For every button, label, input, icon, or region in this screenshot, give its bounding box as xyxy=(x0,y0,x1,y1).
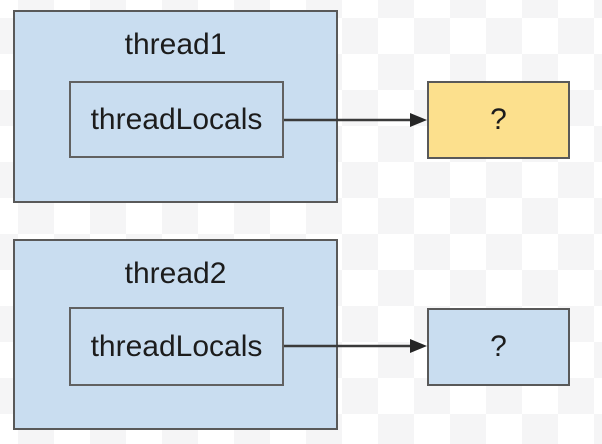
thread2-threadlocals-label: threadLocals xyxy=(90,329,263,363)
thread1-title: thread1 xyxy=(124,28,227,61)
thread2-target-box: ? xyxy=(427,308,570,386)
thread2-threadlocals-box: threadLocals xyxy=(69,307,284,386)
thread2-target-value: ? xyxy=(490,330,507,363)
thread1-threadlocals-label: threadLocals xyxy=(90,102,263,136)
thread2-title: thread2 xyxy=(124,257,227,290)
thread1-target-box: ? xyxy=(427,81,570,159)
thread1-target-value: ? xyxy=(490,103,507,136)
thread1-threadlocals-box: threadLocals xyxy=(69,81,284,158)
